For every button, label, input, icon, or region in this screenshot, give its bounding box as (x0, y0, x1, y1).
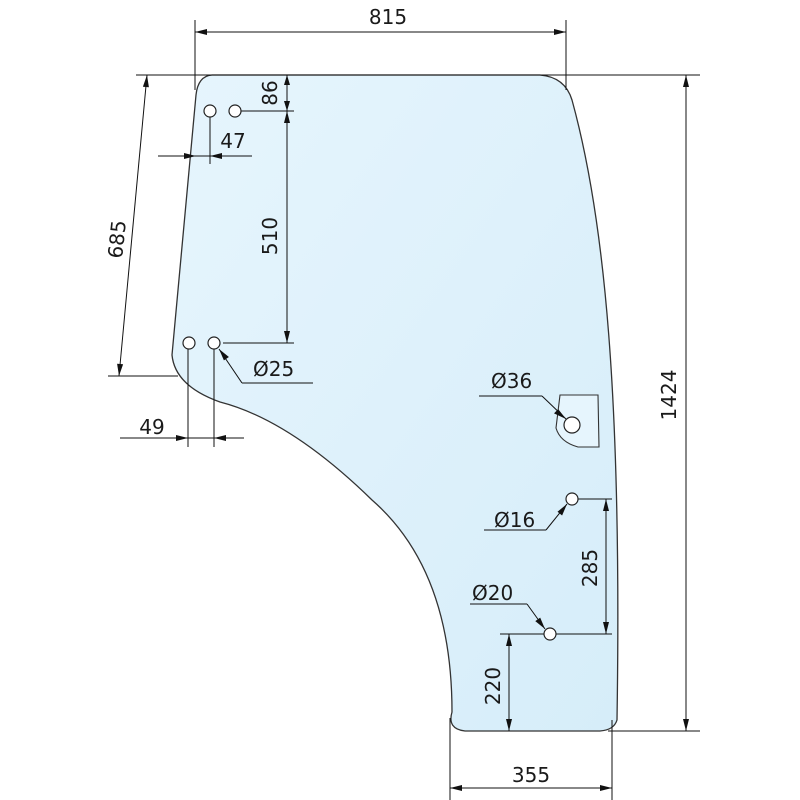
dim-bottom-hole-height: 220 (481, 667, 505, 705)
hole-d20 (543, 627, 557, 641)
hole-top-right (228, 104, 242, 118)
dim-right-hole-distance: 285 (578, 549, 602, 587)
dim-overall-width: 815 (369, 5, 407, 29)
dim-hole-spacing-top: 47 (220, 129, 245, 153)
dim-hole-spacing-bottom: 49 (139, 415, 164, 439)
hole-mid-left (182, 336, 196, 350)
label-d25: Ø25 (253, 357, 294, 381)
hole-mid-right (207, 336, 221, 350)
hole-top-left (203, 104, 217, 118)
dim-vertical-hole-distance: 510 (258, 217, 282, 255)
label-d20: Ø20 (472, 581, 513, 605)
dim-left-height: 685 (103, 219, 131, 259)
dim-overall-height: 1424 (657, 370, 681, 421)
label-d16: Ø16 (494, 508, 535, 532)
hole-d36 (563, 416, 581, 434)
label-d36: Ø36 (491, 369, 532, 393)
dim-top-hole-offset: 86 (258, 80, 282, 105)
hole-d16 (565, 492, 579, 506)
glass-panel-outline (171, 74, 619, 732)
dim-bottom-width: 355 (512, 763, 550, 787)
